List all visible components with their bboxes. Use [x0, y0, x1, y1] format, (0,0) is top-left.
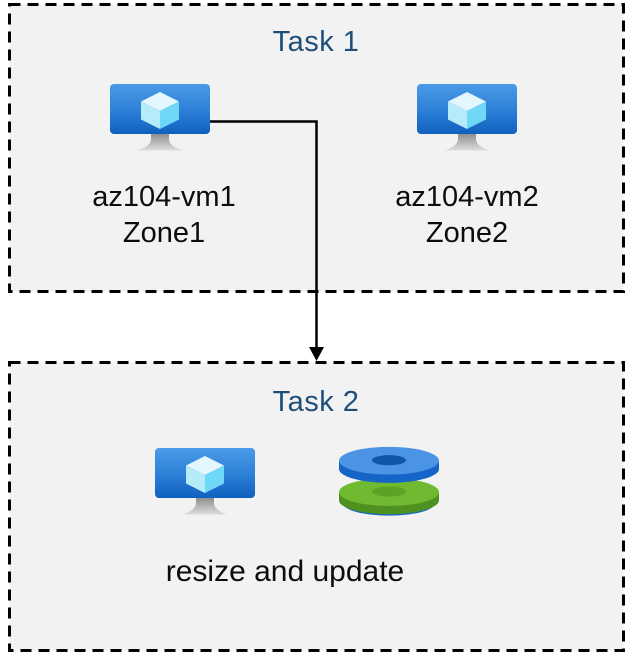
connector-arrowhead-icon: [309, 347, 324, 361]
vm2-name: az104-vm2: [395, 181, 539, 213]
vm2-label: az104-vm2 Zone2: [367, 179, 567, 251]
virtual-machine-icon: [417, 84, 517, 151]
task2-caption: resize and update: [165, 555, 405, 588]
vm2-zone: Zone2: [425, 217, 509, 249]
managed-disks-icon: [339, 446, 439, 516]
vm1-zone: Zone1: [122, 217, 206, 249]
task1-title: Task 1: [272, 26, 360, 58]
connector-line: [210, 120, 318, 349]
task2-title: Task 2: [272, 386, 360, 418]
virtual-machine-icon: [110, 84, 210, 151]
virtual-machine-icon: [155, 448, 255, 515]
vm1-label: az104-vm1 Zone1: [64, 179, 264, 251]
task2-box: [8, 361, 625, 652]
vm1-name: az104-vm1: [92, 181, 236, 213]
